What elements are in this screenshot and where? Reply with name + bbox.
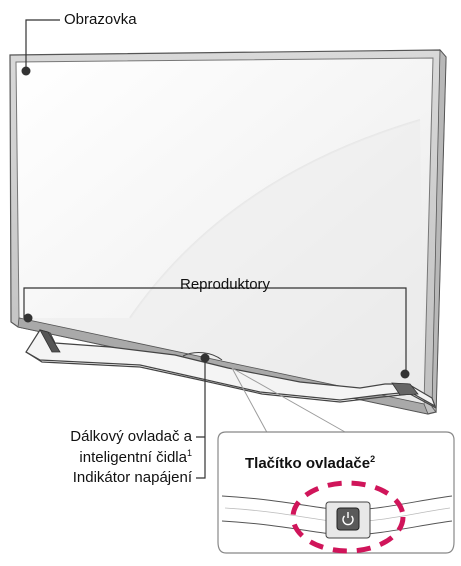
remote-sensor-label-line2: inteligentní čidla1	[79, 449, 192, 467]
remote-sensor-label-line1: Dálkový ovladač a	[70, 428, 192, 445]
speakers-label: Reproduktory	[180, 276, 271, 293]
speaker-right-dot	[400, 369, 410, 379]
button-highlight	[290, 480, 406, 554]
tv-screen	[15, 57, 434, 405]
inset-title-text: Tlačítko ovladače	[245, 455, 371, 472]
power-indicator-label: Indikátor napájení	[72, 469, 192, 486]
screen-label: Obrazovka	[64, 11, 137, 28]
speakers-bracket	[23, 287, 407, 372]
screen-leader-line	[25, 19, 60, 71]
inset-title: Tlačítko ovladače2	[245, 454, 376, 473]
power-button[interactable]	[336, 507, 360, 531]
tv-stand	[25, 329, 437, 409]
receiver-leader-line	[196, 358, 206, 479]
button-inset	[217, 431, 455, 554]
power-icon	[342, 512, 354, 526]
remote-sensor-footnote: 1	[186, 448, 192, 458]
speaker-left-dot	[23, 313, 33, 323]
remote-sensor-text: inteligentní čidla	[79, 449, 187, 466]
zoom-lines	[231, 367, 346, 439]
inset-title-footnote: 2	[370, 454, 376, 464]
